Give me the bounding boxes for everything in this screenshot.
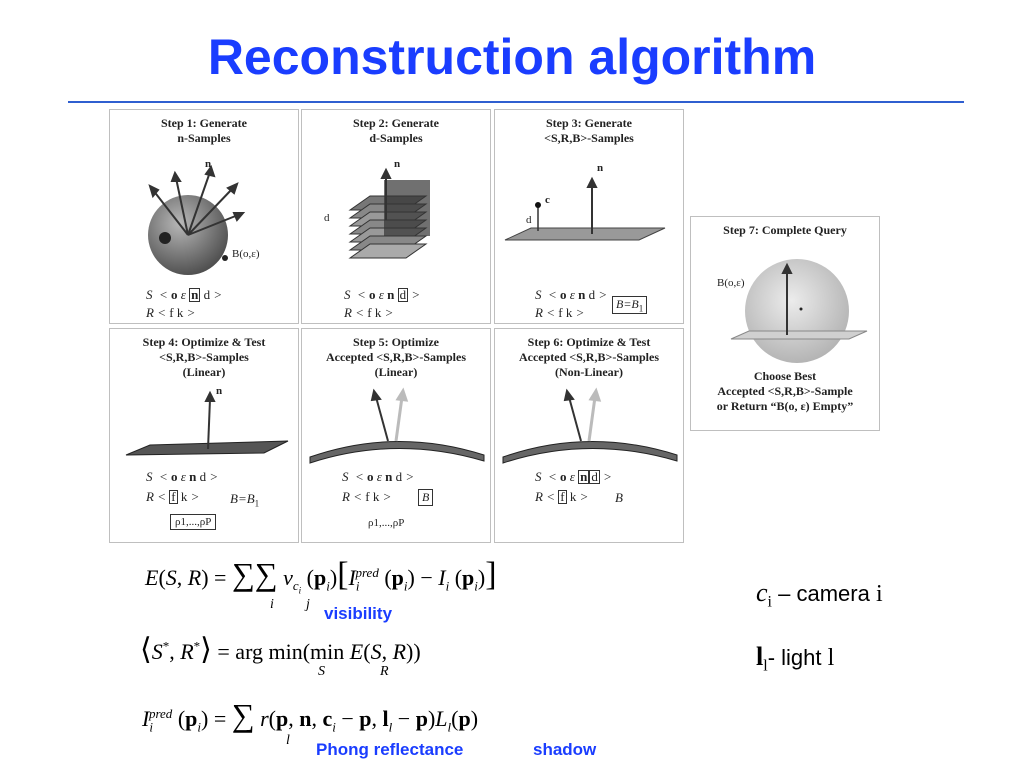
step-1-figure (148, 164, 246, 275)
step-6-R-vector: R < f k > (535, 489, 589, 504)
step-1-title: Step 1: Generate n-Samples (161, 116, 247, 145)
step-2-d-label: d (324, 212, 330, 224)
step-1-S-vector: S < o ε n d > (146, 287, 223, 302)
phong-annotation: Phong reflectance (316, 740, 464, 759)
equation-3: Iipred (pi) = ∑ r(p, n, ci − p, ll − p)L… (142, 697, 479, 735)
step-3-c-label: c (545, 194, 550, 206)
step-4-n-label: n (216, 385, 223, 397)
step-3-figure (504, 176, 666, 241)
step-2-figure (348, 167, 430, 259)
step-5-panel: Step 5: Optimize Accepted <S,R,B>-Sample… (301, 328, 491, 543)
min-index-S: S (318, 664, 325, 679)
step-1-R-vector: R < f k > (146, 305, 196, 320)
step-3-b-box: B=B1 (612, 296, 648, 315)
step-5-figure (309, 387, 485, 464)
step-5-rho-label: ρ1,...,ρP (368, 517, 405, 529)
step-1-ball-label: B(o,ε) (232, 248, 260, 260)
legend-camera: ci – camera i (756, 578, 883, 611)
step-2-title: Step 2: Generate d-Samples (353, 116, 439, 145)
equation-1: E(S, R) = ∑∑ vci (pi)[Iipred (pi) − Ii (… (145, 556, 497, 596)
step-4-figure (125, 390, 289, 456)
sum-index-i: i (270, 597, 274, 612)
step-5-S-vector: S < o ε n d > (342, 469, 415, 484)
step-5-title: Step 5: Optimize Accepted <S,R,B>-Sample… (325, 335, 466, 379)
step-3-d-label: d (526, 214, 532, 226)
step-3-n-label: n (597, 162, 604, 174)
min-index-R: R (380, 664, 389, 679)
step-6-b-label: B (615, 490, 623, 505)
step-5-R-vector: R < f k > (342, 489, 392, 504)
step-3-S-vector: S < o ε n d > (535, 287, 608, 302)
sum-index-j: j (306, 597, 310, 612)
legend-light: ll- light l (756, 642, 835, 675)
step-2-R-vector: R < f k > (344, 305, 394, 320)
step-4-panel: Step 4: Optimize & Test <S,R,B>-Samples … (109, 328, 299, 543)
title-underline (68, 101, 964, 103)
visibility-annotation: visibility (324, 604, 393, 623)
step-3-panel: Step 3: Generate <S,R,B>-Samples n c d S… (494, 109, 684, 324)
step-4-rho-box: ρ1,...,ρP (170, 514, 217, 530)
step-2-panel: Step 2: Generate d-Samples n d S < o ε n… (301, 109, 491, 324)
step-4-R-vector: R < f k > (146, 489, 200, 504)
step-7-caption: Choose Best Accepted <S,R,B>-Sample or R… (716, 369, 854, 413)
step-1-n-label: n (205, 158, 212, 170)
step-7-panel: Step 7: Complete Query B(o,ε) Choose Bes… (690, 216, 880, 431)
step-3-title: Step 3: Generate <S,R,B>-Samples (544, 116, 634, 145)
step-6-title: Step 6: Optimize & Test Accepted <S,R,B>… (518, 335, 659, 379)
step-5-b-box: B (418, 489, 434, 506)
sum-index-l: l (286, 733, 290, 748)
step-1-panel: Step 1: Generate n-Samples n B(o,ε) S < … (109, 109, 299, 324)
slide-title: Reconstruction algorithm (207, 29, 817, 85)
step-7-title: Step 7: Complete Query (723, 223, 847, 237)
step-2-S-vector: S < o ε n d > (344, 287, 421, 302)
equation-2: ⟨S*, R*⟩ = arg min(min E(S, R)) (140, 633, 421, 666)
step-2-n-label: n (394, 158, 401, 170)
step-3-R-vector: R < f k > (535, 305, 585, 320)
step-4-S-vector: S < o ε n d > (146, 469, 219, 484)
step-7-figure (730, 259, 868, 363)
shadow-annotation: shadow (533, 740, 597, 759)
step-6-figure (502, 387, 678, 464)
step-6-panel: Step 6: Optimize & Test Accepted <S,R,B>… (494, 328, 684, 543)
step-4-b-label: B=B1 (230, 491, 260, 509)
step-4-title: Step 4: Optimize & Test <S,R,B>-Samples … (142, 335, 266, 379)
step-7-ball-label: B(o,ε) (717, 277, 745, 289)
